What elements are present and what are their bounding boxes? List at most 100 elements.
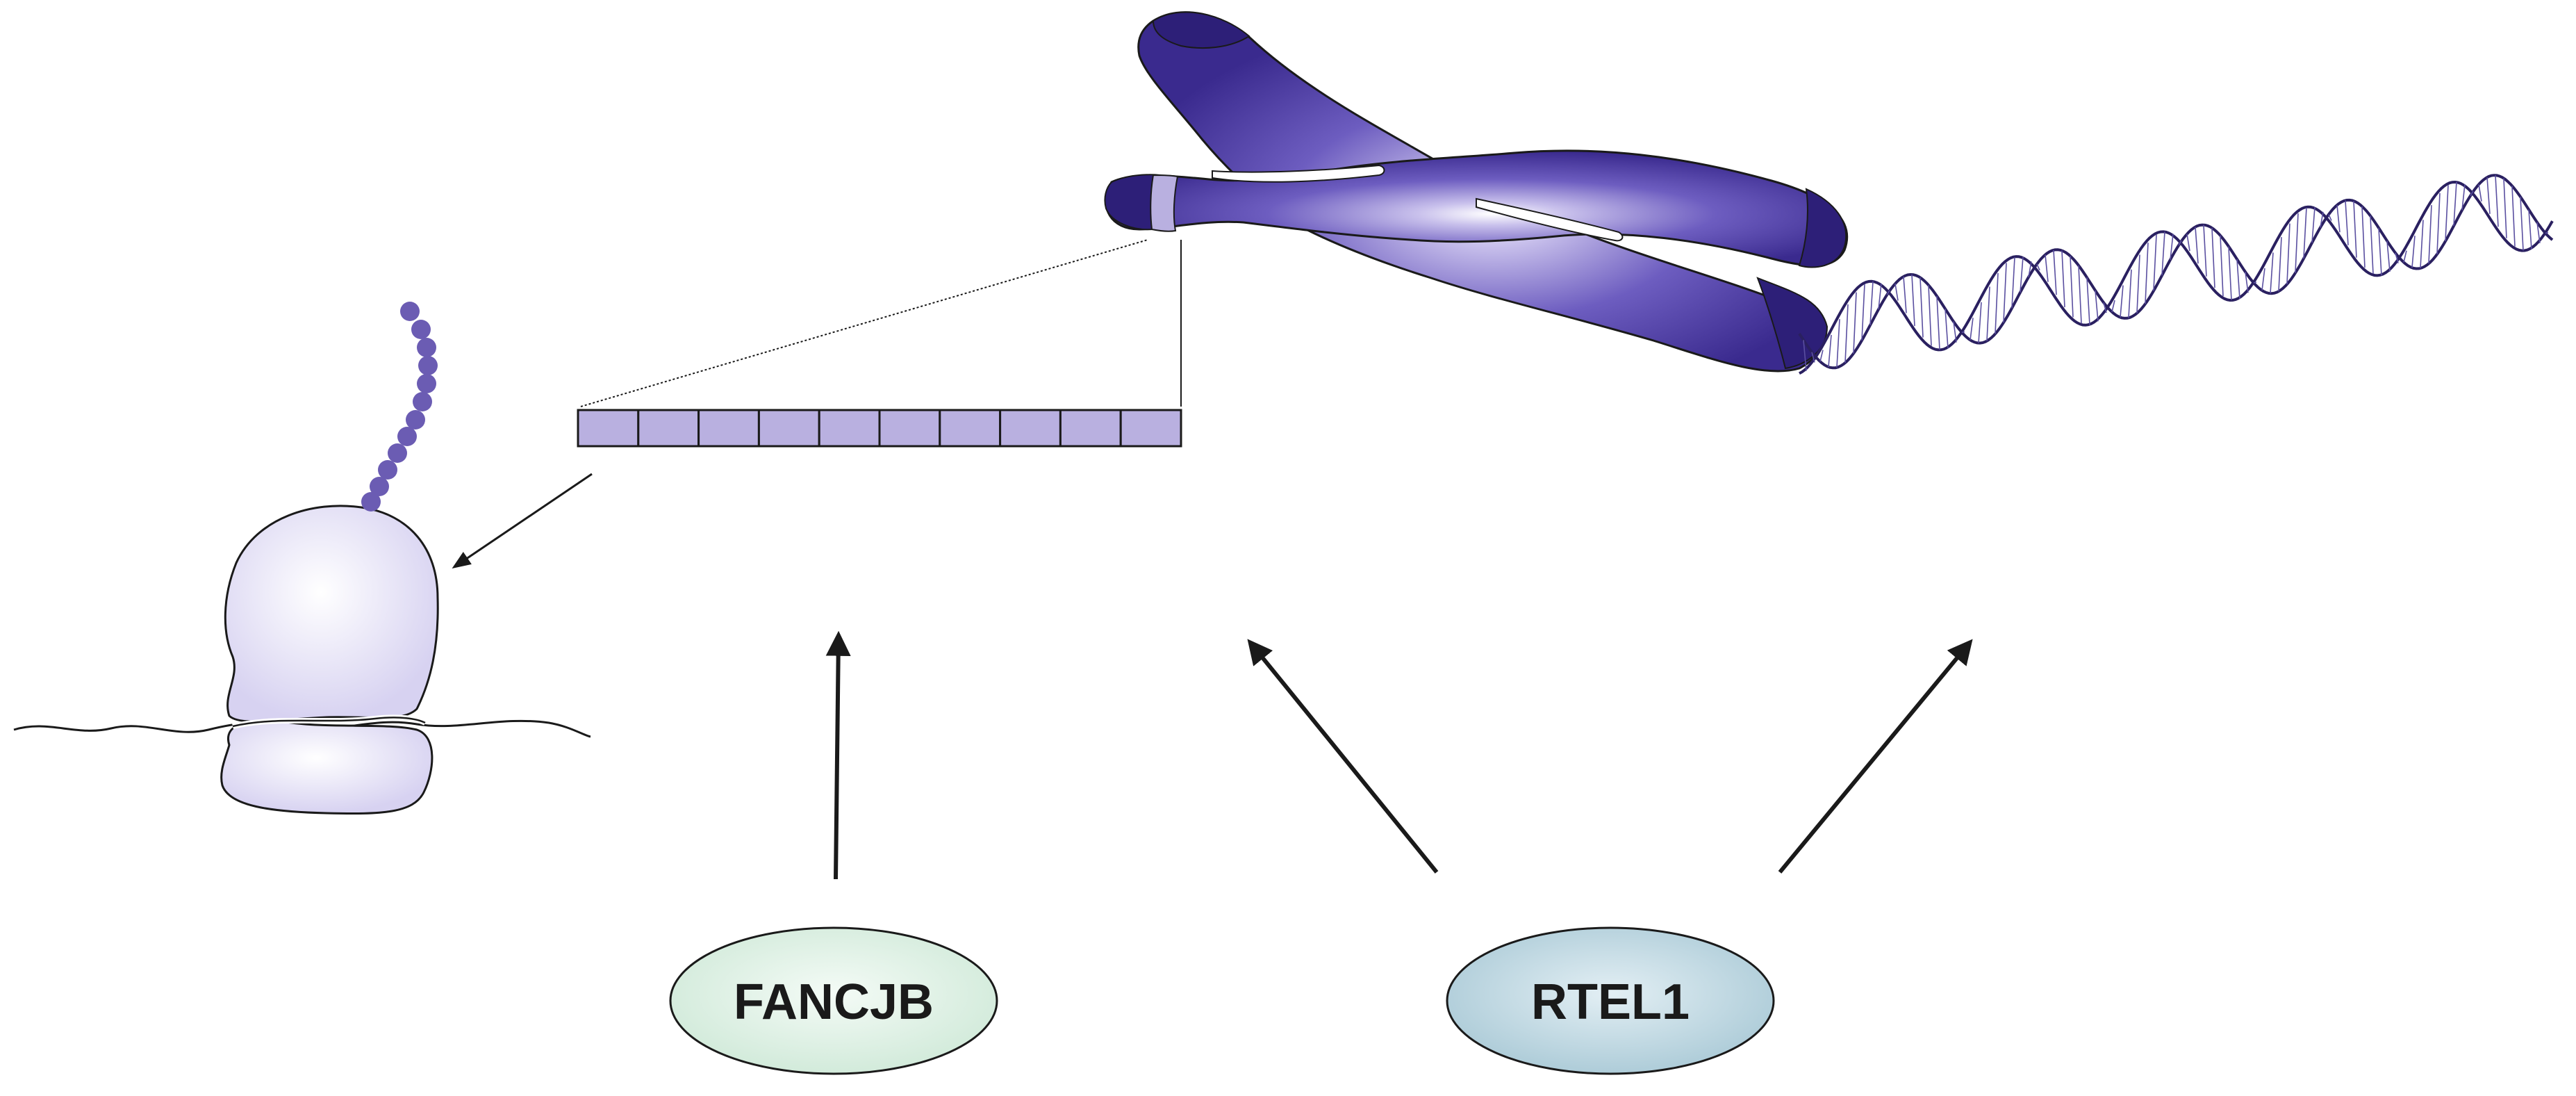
base-pair-rung (2211, 227, 2215, 288)
base-pair-rung (2028, 261, 2032, 277)
base-pair-rung (1903, 276, 1907, 313)
base-pair-rung (1919, 277, 1924, 338)
base-pair-rung (2220, 235, 2224, 297)
base-pair-rung (1894, 284, 1899, 301)
dna-helix-icon (1798, 174, 2554, 375)
base-pair-rung (2520, 197, 2524, 251)
base-pair-rung (2003, 263, 2007, 323)
telomere-repeat-unit (697, 409, 760, 448)
base-pair-rung (1970, 318, 1974, 341)
amino-acid-bead (397, 427, 417, 446)
base-pair-rung (2278, 237, 2282, 292)
base-pair-rung (2386, 240, 2391, 272)
base-pair-rung (2403, 250, 2407, 263)
base-pair-rung (1836, 319, 1840, 368)
base-pair-rung (2228, 246, 2232, 300)
base-pair-rung (1945, 309, 1949, 349)
base-pair-rung (2020, 256, 2024, 293)
telomere-repeat-unit (939, 409, 1002, 448)
base-pair-rung (1869, 281, 1874, 325)
base-pair-rung (2036, 263, 2040, 271)
base-pair-rung (1953, 321, 1957, 343)
base-pair-rung (2361, 206, 2366, 268)
amino-acid-bead (418, 356, 438, 375)
amino-acid-bead (361, 492, 381, 512)
telomere-repeat-unit (577, 409, 640, 448)
base-pair-rung (2136, 254, 2140, 313)
base-pair-rung (2120, 285, 2124, 318)
telomere-repeat-unit (999, 409, 1062, 448)
arrow-rtel1-to-repeats (1247, 639, 1439, 874)
telomere-repeat-unit (818, 409, 881, 448)
base-pair-rung (2536, 222, 2541, 244)
telomere-repeat-array-icon (577, 409, 1182, 448)
telomere-repeat-unit (757, 409, 820, 448)
base-pair-rung (2486, 177, 2491, 214)
amino-acid-bead (413, 392, 432, 411)
dna-strand (1799, 180, 2554, 375)
arrow-repeats-to-ribosome (452, 473, 593, 569)
base-pair-rung (2303, 207, 2307, 259)
base-pair-rung (2436, 193, 2441, 254)
base-pair-rung (2345, 200, 2349, 245)
base-pair-rung (1828, 334, 1832, 368)
base-pair-rung (2011, 257, 2015, 309)
base-pair-rung (2511, 186, 2516, 247)
base-pair-rung (2295, 213, 2299, 273)
base-pair-rung (2545, 231, 2549, 234)
base-pair-rung (2070, 256, 2074, 318)
base-pair-rung (2286, 223, 2290, 285)
base-pair-rung (2245, 272, 2249, 293)
base-pair-rung (2495, 175, 2499, 227)
base-pair-rung (2253, 281, 2257, 284)
amino-acid-bead (388, 443, 407, 463)
amino-acid-bead (370, 477, 389, 496)
base-pair-rung (1844, 304, 1849, 363)
base-pair-rung (2203, 224, 2207, 277)
base-pair-rung (2336, 205, 2340, 233)
base-pair-rung (1819, 350, 1824, 362)
base-pair-rung (2320, 211, 2324, 228)
base-pair-rung (1928, 285, 1932, 346)
base-pair-rung (2370, 215, 2374, 275)
base-pair-rung (2328, 214, 2332, 221)
base-pair-rung (2311, 207, 2315, 243)
base-pair-rung (1878, 283, 1882, 310)
fancjb-node: FANCJB (669, 926, 998, 1075)
base-pair-rung (2086, 277, 2090, 325)
base-pair-rung (2428, 205, 2432, 264)
base-pair-rung (2195, 227, 2199, 264)
base-pair-rung (2528, 209, 2532, 250)
telomere-repeat-unit (1059, 409, 1122, 448)
telomere-repeat-unit (1119, 409, 1182, 448)
base-pair-rung (2420, 220, 2424, 269)
base-pair-rung (2236, 259, 2240, 300)
base-pair-rung (1978, 302, 1982, 343)
base-pair-rung (2378, 227, 2382, 276)
amino-acid-bead (417, 374, 436, 393)
amino-acid-bead (411, 320, 431, 339)
base-pair-rung (2111, 300, 2115, 313)
amino-acid-bead (400, 302, 420, 321)
base-pair-rung (1986, 286, 1990, 341)
base-pair-rung (2470, 190, 2474, 197)
base-pair-rung (2453, 181, 2457, 227)
base-pair-rung (2353, 201, 2357, 258)
base-pair-rung (2053, 250, 2057, 295)
base-pair-rung (2061, 250, 2065, 308)
base-pair-rung (1911, 274, 1915, 327)
rtel1-label: RTEL1 (1531, 974, 1690, 1030)
base-pair-rung (2170, 234, 2174, 260)
base-pair-rung (2261, 268, 2265, 291)
base-pair-rung (1803, 340, 1807, 371)
base-pair-rung (2503, 178, 2507, 238)
rtel1-node: RTEL1 (1446, 926, 1775, 1075)
base-pair-rung (2103, 302, 2107, 313)
base-pair-rung (2186, 234, 2190, 252)
base-pair-rung (2161, 231, 2165, 276)
base-pair-rung (1936, 295, 1940, 350)
dna-strand (1798, 174, 2554, 370)
base-pair-rung (2128, 269, 2132, 318)
base-pair-rung (2395, 252, 2399, 263)
